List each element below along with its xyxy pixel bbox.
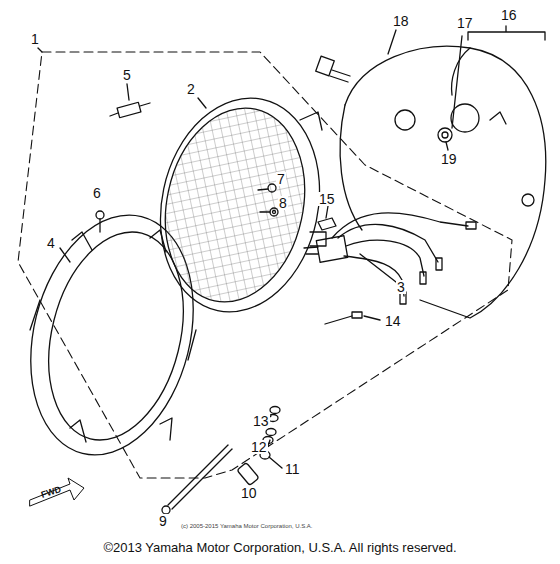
callout-number: 7 xyxy=(276,172,286,186)
sealed-beam-unit xyxy=(141,83,338,327)
callout-number: 6 xyxy=(92,186,102,200)
callout-number: 19 xyxy=(440,152,458,166)
callout-number: 18 xyxy=(392,14,410,28)
bolt xyxy=(316,56,350,82)
callout-number: 17 xyxy=(456,16,474,30)
callout-number: 5 xyxy=(122,68,132,82)
callout-number: 1 xyxy=(30,32,40,46)
callout-number: 14 xyxy=(384,314,402,328)
callout-number: 4 xyxy=(46,236,56,250)
screw xyxy=(162,445,232,514)
callout-number: 11 xyxy=(284,462,301,476)
callout-number: 3 xyxy=(396,280,406,294)
callout-number: 15 xyxy=(318,192,336,206)
callout-number: 2 xyxy=(186,82,196,96)
callout-number: 13 xyxy=(252,414,270,428)
copyright-note: (c) 2005-2015 Yamaha Motor Corporation, … xyxy=(180,523,314,529)
position-lamp xyxy=(110,84,150,118)
group-boundary xyxy=(18,52,512,478)
callout-number: 9 xyxy=(158,514,168,528)
caption: ©2013 Yamaha Motor Corporation, U.S.A. A… xyxy=(102,541,457,554)
socket-wires xyxy=(304,213,476,304)
callout-number: 8 xyxy=(278,196,288,210)
headlight-housing xyxy=(340,46,546,318)
callout-number: 16 xyxy=(500,8,518,22)
callout-number: 12 xyxy=(250,440,268,454)
callout-number: 10 xyxy=(240,486,258,500)
